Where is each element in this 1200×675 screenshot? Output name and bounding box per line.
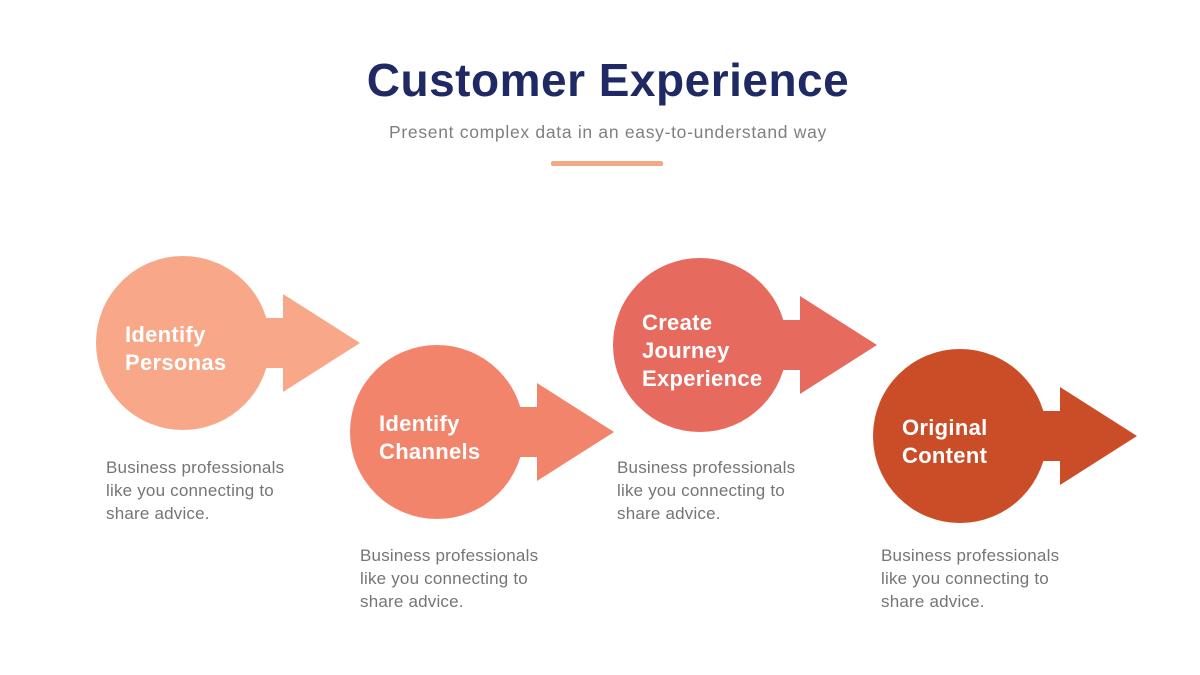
- step-label: Create Journey Experience: [642, 310, 763, 391]
- step-description: Business professionals like you connecti…: [617, 458, 796, 523]
- step-shape: [613, 258, 877, 432]
- step-shape: [350, 345, 614, 519]
- step-label: Identify Channels: [379, 411, 481, 464]
- title-divider: [551, 161, 663, 166]
- step-label: Identify Personas: [125, 322, 227, 375]
- step-shape: [873, 349, 1137, 523]
- page-title: Customer Experience: [366, 54, 850, 106]
- step-circle: [350, 345, 524, 519]
- page-subtitle: Present complex data in an easy-to-under…: [389, 122, 827, 142]
- step-circle: [873, 349, 1047, 523]
- step-circle: [96, 256, 270, 430]
- process-step-identify-personas: Identify Personas: [95, 255, 363, 431]
- process-step-create-journey-experience: Create Journey Experience: [612, 257, 880, 433]
- step-description: Business professionals like you connecti…: [106, 458, 285, 523]
- step-description: Business professionals like you connecti…: [360, 546, 539, 611]
- step-shape: [96, 256, 360, 430]
- process-step-identify-channels: Identify Channels: [349, 344, 617, 520]
- step-circle: [613, 258, 787, 432]
- process-step-original-content: Original Content: [872, 348, 1140, 524]
- step-label: Original Content: [902, 415, 988, 468]
- step-description: Business professionals like you connecti…: [881, 546, 1060, 611]
